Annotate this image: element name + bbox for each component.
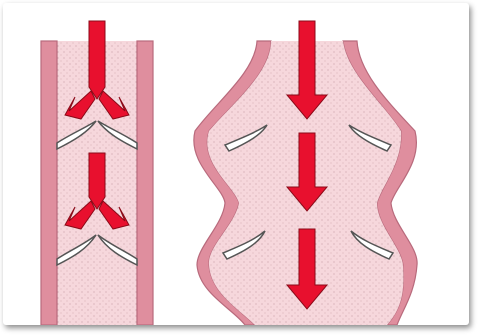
- normal-vein-left-wall: [41, 41, 57, 325]
- normal-vein-right-wall: [137, 41, 153, 325]
- normal-vein: [41, 21, 153, 325]
- figure-frame: [3, 3, 469, 325]
- varicose-vein: [194, 21, 417, 325]
- vein-diagram: [3, 3, 469, 325]
